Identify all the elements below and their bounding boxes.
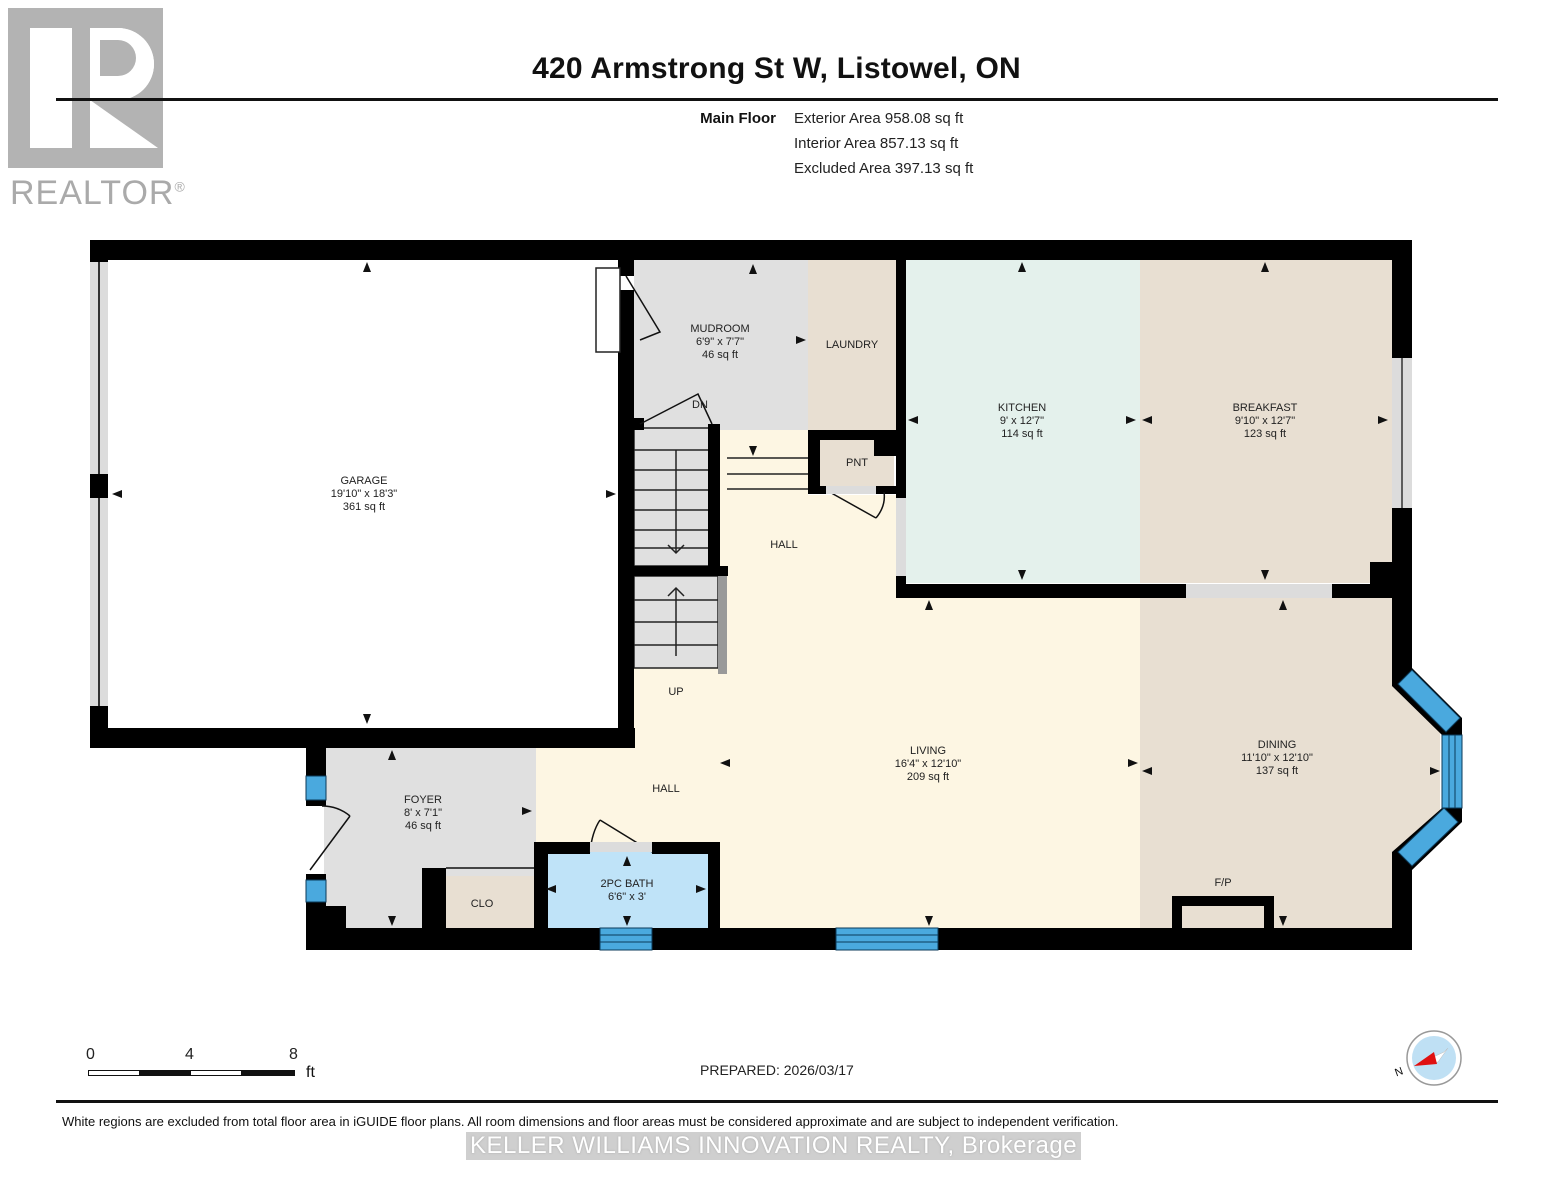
property-address-title: 420 Armstrong St W, Listowel, ON xyxy=(532,52,1021,85)
realtor-logo: REALTOR® xyxy=(8,8,185,212)
header-divider xyxy=(56,98,1498,101)
excluded-area: Excluded Area 397.13 sq ft xyxy=(794,160,974,177)
windows xyxy=(305,669,1463,951)
dining-label: DINING xyxy=(1258,739,1297,751)
compass-north-label: N xyxy=(1393,1065,1405,1079)
scale-tick-8: 8 xyxy=(289,1046,298,1063)
scale-unit: ft xyxy=(306,1064,315,1081)
garage-dims: 19'10" x 18'3" xyxy=(331,488,398,500)
brokerage-watermark: KELLER WILLIAMS INNOVATION REALTY, Broke… xyxy=(466,1132,1082,1160)
footer-divider xyxy=(56,1100,1498,1103)
room-kitchen xyxy=(906,258,1140,583)
realtor-logo-text: REALTOR® xyxy=(10,174,186,212)
door-swings xyxy=(309,267,886,871)
dining-dims: 11'10" x 12'10" xyxy=(1241,752,1313,764)
mudroom-label: MUDROOM xyxy=(690,323,749,335)
room-mudroom xyxy=(634,260,810,430)
living-dims: 16'4" x 12'10" xyxy=(895,758,962,770)
kitchen-area: 114 sq ft xyxy=(1001,428,1042,440)
exterior-area: Exterior Area 958.08 sq ft xyxy=(794,110,964,127)
bath-label: 2PC BATH xyxy=(601,878,654,890)
pantry-label: PNT xyxy=(846,457,868,469)
garage-area: 361 sq ft xyxy=(343,501,385,513)
floor-label: Main Floor xyxy=(700,110,776,127)
foyer-label: FOYER xyxy=(404,794,442,806)
breakfast-dims: 9'10" x 12'7" xyxy=(1235,415,1295,427)
closet-label: CLO xyxy=(471,898,494,910)
hall-lower-label: HALL xyxy=(652,783,680,795)
kitchen-dims: 9' x 12'7" xyxy=(1000,415,1044,427)
kitchen-label: KITCHEN xyxy=(998,402,1046,414)
scale-segment xyxy=(139,1070,191,1076)
dining-area: 137 sq ft xyxy=(1256,765,1298,777)
mudroom-dims: 6'9" x 7'7" xyxy=(696,336,744,348)
scale-segment xyxy=(88,1070,140,1076)
garage-side-openings xyxy=(90,262,108,706)
room-closet xyxy=(430,876,534,928)
laundry-label: LAUNDRY xyxy=(826,339,879,351)
disclaimer-text: White regions are excluded from total fl… xyxy=(62,1114,1119,1129)
living-area: 209 sq ft xyxy=(907,771,949,783)
bath-dims: 6'6" x 3' xyxy=(608,891,646,903)
hall-upper-label: HALL xyxy=(770,539,798,551)
stairs-up-label: UP xyxy=(668,686,683,698)
foyer-dims: 8' x 7'1" xyxy=(404,807,442,819)
interior-area: Interior Area 857.13 sq ft xyxy=(794,135,959,152)
breakfast-label: BREAKFAST xyxy=(1233,402,1298,414)
scale-tick-4: 4 xyxy=(185,1046,194,1063)
room-laundry xyxy=(808,260,898,430)
compass-icon: N xyxy=(1392,1030,1464,1090)
fireplace-label: F/P xyxy=(1214,877,1231,889)
stairs xyxy=(633,427,808,674)
mudroom-area: 46 sq ft xyxy=(702,349,738,361)
foyer-area: 46 sq ft xyxy=(405,820,441,832)
stairs-down-label: DN xyxy=(692,399,708,411)
scale-segment xyxy=(190,1070,242,1076)
kitchen-hall-opening xyxy=(896,498,906,576)
breakfast-area: 123 sq ft xyxy=(1244,428,1286,440)
room-garage xyxy=(108,258,618,728)
breakfast-dining-opening xyxy=(1186,584,1332,598)
scale-segment xyxy=(241,1070,295,1076)
prepared-date: PREPARED: 2026/03/17 xyxy=(700,1062,854,1078)
room-breakfast xyxy=(1140,258,1392,583)
realtor-logo-mark xyxy=(8,8,163,168)
living-label: LIVING xyxy=(910,745,946,757)
scale-bar: 0 4 8 ft xyxy=(86,1046,346,1086)
garage-label: GARAGE xyxy=(340,475,387,487)
dimension-arrows xyxy=(112,262,1440,926)
room-dining xyxy=(1140,598,1440,928)
scale-tick-0: 0 xyxy=(86,1046,95,1063)
